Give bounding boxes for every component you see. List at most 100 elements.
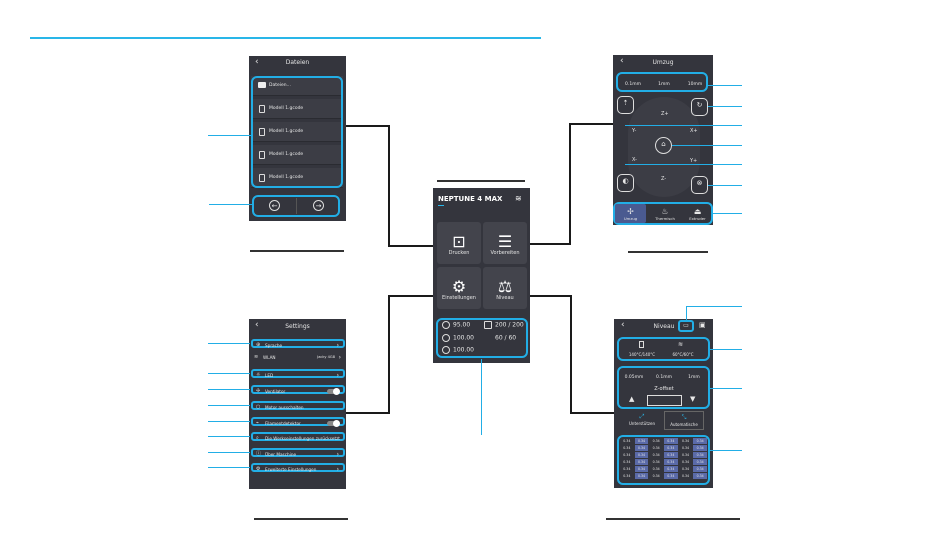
z-plus-label[interactable]: Z+ bbox=[661, 111, 669, 117]
file-icon bbox=[259, 105, 265, 113]
step-button[interactable]: 0.1mm bbox=[625, 82, 641, 87]
motor-lock-icon[interactable]: ⊗ bbox=[691, 176, 708, 194]
mesh-cell: 0.34 bbox=[634, 466, 649, 472]
auto-level-button[interactable]: ⤡Automatische bbox=[664, 411, 704, 430]
settings-label: Sprache bbox=[265, 343, 283, 348]
tile-label: Vorbereiten bbox=[490, 250, 520, 256]
back-chevron-icon[interactable]: ‹ bbox=[621, 320, 625, 330]
connector bbox=[346, 412, 390, 414]
settings-wlan[interactable]: ≋ WLAN Jacky 4G8 › bbox=[251, 353, 345, 362]
mesh-cell: 0.34 bbox=[652, 460, 660, 464]
settings-language[interactable]: ⊕ Sprache › bbox=[251, 339, 345, 349]
step-button[interactable]: 10mm bbox=[687, 82, 703, 87]
folder-row[interactable]: Dateien... bbox=[251, 76, 343, 96]
bed-heat-icon: ≋ bbox=[678, 341, 684, 348]
y-minus-label[interactable]: Y- bbox=[632, 128, 637, 134]
print-icon: ⊡ bbox=[452, 232, 466, 251]
fan-toggle[interactable] bbox=[327, 388, 340, 395]
callout-line bbox=[713, 213, 742, 214]
level-tile[interactable]: ⚖ Niveau bbox=[483, 267, 527, 309]
settings-fan[interactable]: ✢ Ventilator bbox=[251, 385, 345, 395]
z-minus-label[interactable]: Z- bbox=[661, 176, 667, 182]
nozzle-temp: 95.00 bbox=[442, 321, 470, 329]
back-chevron-icon[interactable]: ‹ bbox=[255, 320, 259, 330]
bed-rotate-icon[interactable]: ↻ bbox=[691, 98, 708, 116]
zstep-button[interactable]: 0.05mm bbox=[624, 375, 644, 380]
prepare-tile[interactable]: ☰ Vorbereiten bbox=[483, 222, 527, 264]
mesh-cell: 0.34 bbox=[681, 474, 690, 478]
connector bbox=[388, 245, 433, 247]
mesh-cell: 0.34 bbox=[664, 466, 678, 472]
tab-thermal[interactable]: ♨Thermisch bbox=[655, 207, 675, 221]
mesh-cell: 0.34 bbox=[693, 466, 707, 472]
connector bbox=[570, 295, 572, 413]
chamber-temp: 60 / 60 bbox=[484, 334, 516, 342]
x-plus-label[interactable]: X+ bbox=[690, 128, 698, 134]
file-row[interactable]: Modell 1.gcode bbox=[251, 145, 343, 165]
file-name: Modell 1.gcode bbox=[269, 152, 304, 157]
tab-move[interactable]: ✢Umzug bbox=[623, 207, 638, 221]
connector bbox=[569, 123, 613, 125]
calibrate-icon[interactable]: ▭ bbox=[678, 320, 694, 332]
zoffset-input[interactable] bbox=[647, 395, 682, 406]
callout-line bbox=[708, 85, 742, 86]
zoffset-highlight bbox=[617, 366, 710, 409]
pager-divider bbox=[296, 198, 297, 214]
settings-about[interactable]: ⓘ Über Maschine › bbox=[251, 448, 345, 458]
mesh-cell: 0.34 bbox=[693, 445, 707, 451]
prev-page-button[interactable]: ← bbox=[269, 200, 280, 211]
chevron-right-icon: › bbox=[336, 466, 339, 473]
next-page-button[interactable]: → bbox=[313, 200, 324, 211]
settings-filament-detector[interactable]: ⌁ Filamentdetektor bbox=[251, 417, 345, 427]
move-title: Umzug bbox=[652, 59, 674, 66]
filament-toggle[interactable] bbox=[327, 420, 340, 427]
callout-line bbox=[208, 452, 250, 453]
back-chevron-icon[interactable]: ‹ bbox=[255, 57, 259, 67]
zstep-button[interactable]: 1mm bbox=[688, 375, 700, 380]
heat-icon bbox=[484, 334, 492, 342]
settings-title: Settings bbox=[285, 323, 310, 330]
tab-extruder[interactable]: ⏏Extruder bbox=[689, 207, 706, 221]
print-tile[interactable]: ⊡ Drucken bbox=[437, 222, 481, 264]
caption-rule bbox=[254, 518, 348, 520]
caption-rule bbox=[437, 180, 525, 182]
mesh-cell: 0.34 bbox=[652, 453, 660, 457]
chevron-right-icon: › bbox=[336, 342, 339, 349]
callout-line bbox=[625, 125, 742, 126]
zoffset-label: Z-offset bbox=[654, 386, 674, 392]
y-plus-label[interactable]: Y+ bbox=[690, 158, 698, 164]
step-button[interactable]: 1mm bbox=[658, 82, 670, 87]
mesh-cell: 0.34 bbox=[623, 467, 631, 471]
sliders-icon: ☰ bbox=[497, 232, 513, 251]
tile-label: Niveau bbox=[496, 295, 514, 301]
connector bbox=[346, 125, 389, 127]
z-up-icon[interactable]: ▲ bbox=[629, 395, 635, 403]
connector bbox=[569, 123, 571, 245]
connector bbox=[388, 295, 433, 297]
settings-advanced[interactable]: ⚙ Erweiterte Einstellungen › bbox=[251, 463, 345, 473]
info-icon: ⓘ bbox=[256, 451, 262, 457]
back-chevron-icon[interactable]: ‹ bbox=[620, 56, 624, 66]
settings-label: Filamentdetektor bbox=[265, 421, 301, 426]
file-row[interactable]: Modell 1.gcode bbox=[251, 99, 343, 119]
zstep-button[interactable]: 0.1mm bbox=[656, 375, 672, 380]
folder-label: Dateien... bbox=[269, 83, 291, 88]
mesh-cell: 0.34 bbox=[623, 460, 631, 464]
callout-line bbox=[710, 349, 742, 350]
mesh-cell: 0.34 bbox=[623, 446, 631, 450]
settings-factory-reset[interactable]: ⌕ Die Werkseinstellungen zurücksetzt bbox=[251, 432, 345, 441]
mesh-cell: 0.34 bbox=[681, 453, 690, 457]
callout-line bbox=[686, 306, 687, 320]
home-icon[interactable]: ⌂ bbox=[655, 137, 672, 154]
bed-up-icon[interactable]: ⇡ bbox=[617, 96, 634, 114]
assist-button[interactable]: ⤢Unterstützen bbox=[622, 413, 662, 426]
motor-off-icon[interactable]: ◐ bbox=[617, 174, 634, 192]
z-down-icon[interactable]: ▼ bbox=[690, 395, 696, 403]
x-minus-label[interactable]: X- bbox=[632, 157, 637, 163]
wifi-icon: ≋ bbox=[515, 194, 522, 203]
settings-led[interactable]: ☼ LED › bbox=[251, 369, 345, 379]
settings-motor-off[interactable]: ○ Motor ausschalten bbox=[251, 401, 345, 410]
settings-tile[interactable]: ⚙ Einstellungen bbox=[437, 267, 481, 309]
file-row[interactable]: Modell 1.gcode bbox=[251, 122, 343, 142]
save-icon[interactable]: ▣ bbox=[699, 321, 706, 329]
